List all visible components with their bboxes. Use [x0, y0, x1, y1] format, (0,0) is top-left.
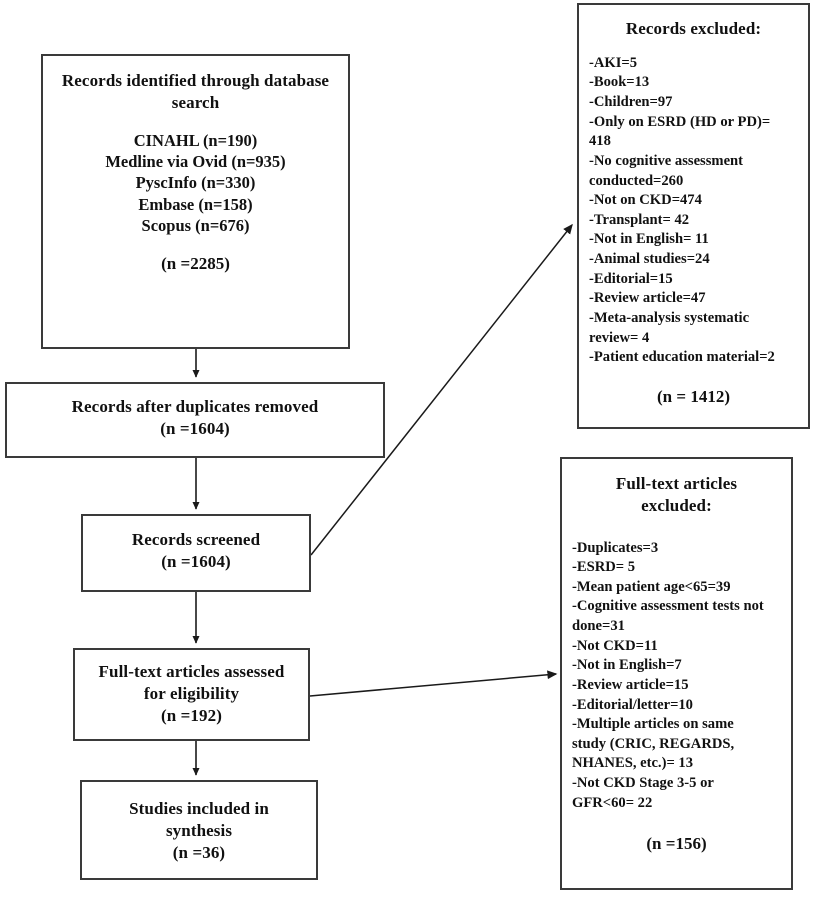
records-excluded-reason-esrd: -Only on ESRD (HD or PD)=	[589, 113, 771, 130]
fulltext-excluded-heading-line-2: excluded:	[641, 495, 712, 515]
fulltext-excluded-reason-cognitive-tests-cont: done=31	[572, 618, 625, 634]
studies-included-line-3: (n =36)	[172, 842, 226, 862]
box-records-after-duplicates-removed: Records after duplicates removed (n =160…	[5, 382, 385, 458]
records-excluded-reason-no-cognitive: -No cognitive assessment	[589, 152, 744, 169]
records-excluded-reason-children: -Children=97	[589, 94, 673, 110]
fulltext-excluded-total: (n =156)	[646, 834, 707, 854]
records-screened-line-1: Records screened	[131, 530, 261, 549]
box-records-excluded: Records excluded: -AKI=5 -Book=13 -Child…	[577, 3, 810, 429]
records-excluded-reason-review: -Review article=47	[589, 290, 706, 307]
studies-included-line-1: Studies included in	[129, 799, 269, 818]
fulltext-excluded-reason-editorial: -Editorial/letter=10	[572, 696, 693, 713]
records-excluded-reason-not-ckd: -Not on CKD=474	[589, 192, 702, 209]
records-excluded-reason-esrd-cont: 418	[589, 133, 611, 150]
fulltext-assessed-line-2: for eligibility	[143, 683, 240, 703]
duplicates-removed-line-2: (n =1604)	[160, 418, 230, 438]
fulltext-excluded-reason-multiple: -Multiple articles on same	[572, 716, 734, 733]
fulltext-excluded-reason-ckd-stage: -Not CKD Stage 3-5 or	[572, 775, 714, 791]
records-excluded-total: (n = 1412)	[657, 386, 730, 406]
source-embase: Embase (n=158)	[138, 194, 253, 214]
records-excluded-reason-patient-edu: -Patient education material=2	[589, 349, 775, 366]
records-excluded-reason-animal: -Animal studies=24	[589, 251, 710, 267]
arrow-fulltext-to-fulltext-excluded	[309, 670, 558, 697]
box-fulltext-articles-excluded: Full-text articles excluded: -Duplicates…	[560, 457, 793, 890]
studies-included-line-2: synthesis	[165, 820, 233, 840]
box-records-identified: Records identified through database sear…	[41, 54, 350, 349]
source-scopus: Scopus (n=676)	[141, 216, 250, 236]
fulltext-excluded-reason-multiple-cont-2: NHANES, etc.)= 13	[572, 755, 693, 772]
records-identified-total: (n =2285)	[161, 253, 230, 273]
source-cinahl: CINAHL (n=190)	[133, 130, 258, 150]
fulltext-excluded-reason-mean-age: -Mean patient age<65=39	[572, 578, 731, 595]
fulltext-assessed-line-3: (n =192)	[160, 705, 222, 725]
fulltext-excluded-reason-not-ckd: -Not CKD=11	[572, 637, 658, 654]
box-studies-included: Studies included in synthesis (n =36)	[80, 780, 318, 880]
fulltext-assessed-line-1: Full-text articles assessed	[98, 662, 285, 681]
source-pyscinfo: PyscInfo (n=330)	[135, 173, 256, 193]
records-identified-heading-line-2: search	[171, 92, 220, 112]
fulltext-excluded-reason-not-english: -Not in English=7	[572, 657, 682, 674]
records-excluded-reason-meta: -Meta-analysis systematic	[589, 309, 750, 326]
records-excluded-reason-not-english: -Not in English= 11	[589, 231, 709, 248]
box-records-screened: Records screened (n =1604)	[81, 514, 311, 592]
records-excluded-reason-meta-cont: review= 4	[589, 329, 650, 346]
fulltext-excluded-reason-review: -Review article=15	[572, 676, 689, 693]
fulltext-excluded-reason-duplicates: -Duplicates=3	[572, 539, 659, 556]
records-identified-heading-line-1: Records identified through database	[61, 71, 330, 90]
records-screened-line-2: (n =1604)	[161, 551, 231, 571]
records-excluded-reason-editorial: -Editorial=15	[589, 270, 673, 287]
fulltext-excluded-reason-multiple-cont-1: study (CRIC, REGARDS,	[572, 735, 735, 752]
records-excluded-reason-aki: -AKI=5	[589, 54, 638, 71]
records-excluded-reason-transplant: -Transplant= 42	[589, 211, 690, 228]
duplicates-removed-line-1: Records after duplicates removed	[71, 397, 319, 416]
fulltext-excluded-reason-ckd-stage-cont: GFR<60= 22	[572, 794, 653, 811]
records-excluded-reason-no-cognitive-cont: conducted=260	[589, 172, 684, 189]
records-excluded-reason-book: -Book=13	[589, 74, 650, 91]
fulltext-excluded-reason-cognitive-tests: -Cognitive assessment tests not	[572, 598, 764, 615]
source-medline: Medline via Ovid (n=935)	[105, 151, 286, 171]
fulltext-excluded-reason-esrd: -ESRD= 5	[572, 559, 636, 576]
box-fulltext-articles-assessed: Full-text articles assessed for eligibil…	[73, 648, 310, 741]
records-excluded-heading: Records excluded:	[625, 19, 762, 38]
fulltext-excluded-heading-line-1: Full-text articles	[615, 474, 738, 493]
